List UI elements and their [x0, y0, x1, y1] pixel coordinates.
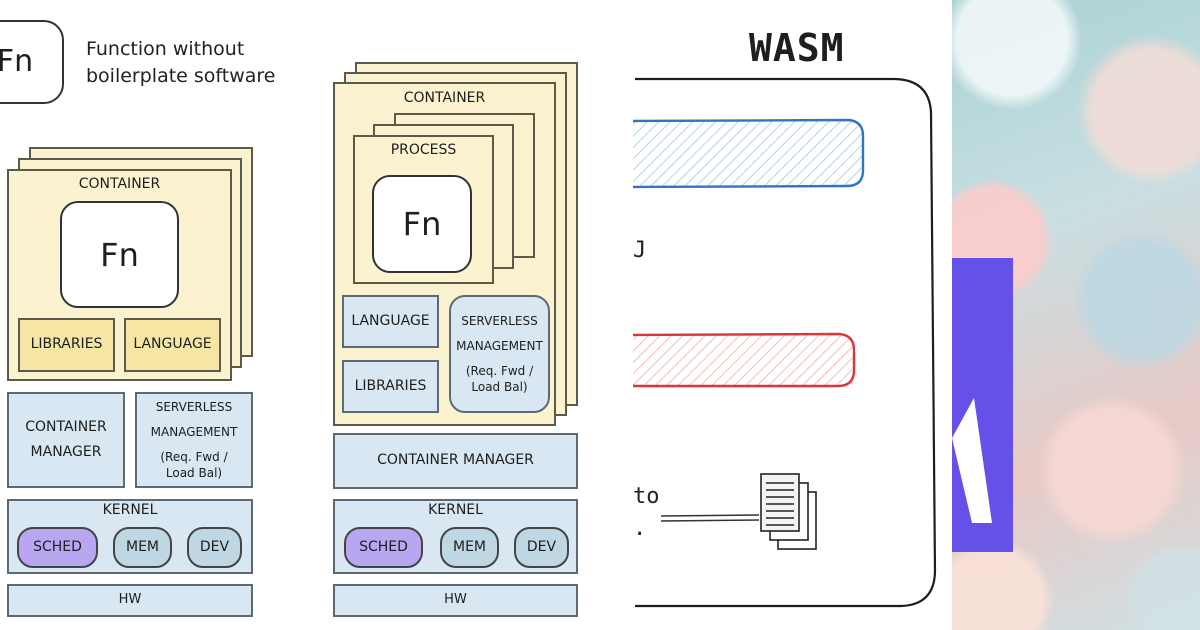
- right-container-manager-box: CONTAINER MANAGER: [333, 433, 578, 489]
- wasm-fragment-to: to: [633, 484, 660, 509]
- right-mem-pill: MEM: [440, 527, 499, 568]
- left-container-manager-box: CONTAINER MANAGER: [7, 392, 125, 488]
- bokeh-background: [952, 0, 1200, 630]
- left-container-manager-line1: CONTAINER: [25, 418, 107, 435]
- fn-legend-label: Fn: [0, 44, 34, 80]
- left-container-label: CONTAINER: [78, 176, 161, 193]
- right-kernel-label: KERNEL: [428, 502, 483, 519]
- left-libraries-box: LIBRARIES: [18, 318, 115, 372]
- left-container-manager-line2: MANAGER: [30, 444, 102, 460]
- right-language-box: LANGUAGE: [342, 295, 439, 348]
- right-hw-box: HW: [333, 584, 578, 617]
- left-serverless-line3: (Req. Fwd /: [160, 450, 228, 464]
- left-hw-box: HW: [7, 584, 253, 617]
- wasm-title: WASM: [749, 26, 845, 70]
- left-dev-pill: DEV: [187, 527, 242, 568]
- right-libraries-box: LIBRARIES: [342, 360, 439, 413]
- blue-bar: [633, 118, 865, 189]
- wasm-fragment-dot: .: [633, 516, 647, 541]
- white-letter-fragment: [952, 398, 992, 523]
- connector-line: [660, 514, 760, 517]
- left-sched-pill: SCHED: [17, 527, 98, 568]
- left-serverless-line1: SERVERLESS: [155, 400, 233, 414]
- right-fn-box: Fn: [372, 175, 472, 273]
- right-serverless-line3: (Req. Fwd /: [465, 364, 534, 378]
- right-sched-pill: SCHED: [344, 527, 423, 568]
- process-label: PROCESS: [390, 142, 457, 159]
- right-dev-pill: DEV: [514, 527, 569, 568]
- wasm-fragment-bracket: J: [633, 238, 647, 263]
- left-language-box: LANGUAGE: [124, 318, 221, 372]
- legend-text-line1: Function without: [86, 38, 245, 60]
- legend-text: Function without boilerplate software: [86, 36, 276, 90]
- right-serverless-box: SERVERLESS MANAGEMENT (Req. Fwd / Load B…: [449, 295, 550, 413]
- fn-legend-box: Fn: [0, 20, 64, 104]
- left-kernel-label: KERNEL: [102, 502, 158, 519]
- left-mem-pill: MEM: [113, 527, 172, 568]
- left-serverless-line4: Load Bal): [165, 466, 223, 480]
- document-stack-icon: [760, 473, 817, 550]
- right-serverless-line1: SERVERLESS: [461, 314, 538, 328]
- right-serverless-line2: MANAGEMENT: [456, 339, 543, 353]
- left-fn-box: Fn: [60, 201, 179, 308]
- wasm-frame: [635, 77, 937, 608]
- right-serverless-line4: Load Bal): [471, 380, 528, 394]
- wasm-sketch: [633, 77, 937, 608]
- red-bar: [633, 332, 856, 388]
- right-container-label: CONTAINER: [403, 90, 486, 107]
- left-serverless-line2: MANAGEMENT: [150, 425, 238, 439]
- left-serverless-box: SERVERLESS MANAGEMENT (Req. Fwd / Load B…: [135, 392, 253, 488]
- legend-text-line2: boilerplate software: [86, 65, 276, 87]
- wasm-panel: WASM J to .: [633, 0, 952, 630]
